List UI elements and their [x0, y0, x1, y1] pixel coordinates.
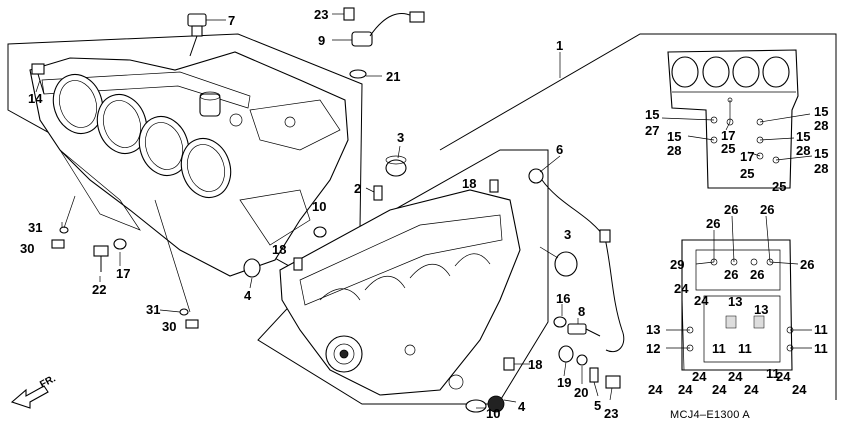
callout-9: 9 — [318, 33, 325, 48]
top-view-upper-case — [667, 49, 799, 189]
callout-31: 31 — [146, 302, 160, 317]
callout-24: 24 — [648, 382, 663, 397]
callout-25: 25 — [740, 166, 754, 181]
callout-15: 15 — [814, 104, 828, 119]
callout-11: 11 — [814, 341, 828, 356]
bottom-view-callouts: 26 26 26 29 26 26 26 24 24 13 13 13 11 1… — [646, 202, 828, 397]
callout-30: 30 — [20, 241, 34, 256]
callout-4: 4 — [518, 399, 526, 414]
callout-27: 27 — [645, 123, 659, 138]
callout-10: 10 — [312, 199, 326, 214]
callout-15: 15 — [645, 107, 659, 122]
callout-19: 19 — [557, 375, 571, 390]
lower-crankcase — [257, 149, 549, 405]
callout-28: 28 — [814, 161, 828, 176]
callout-3: 3 — [564, 227, 571, 242]
callout-16: 16 — [556, 291, 570, 306]
callout-15: 15 — [814, 146, 828, 161]
callout-7: 7 — [228, 13, 235, 28]
callout-23: 23 — [604, 406, 618, 421]
callout-26: 26 — [724, 267, 738, 282]
front-arrow-icon — [10, 385, 49, 409]
callout-26: 26 — [724, 202, 738, 217]
callout-8: 8 — [578, 304, 585, 319]
callout-18: 18 — [528, 357, 542, 372]
callout-13: 13 — [646, 322, 660, 337]
callout-1: 1 — [556, 38, 563, 53]
callout-25: 25 — [721, 141, 735, 156]
callout-24: 24 — [744, 382, 759, 397]
callout-24: 24 — [712, 382, 727, 397]
callout-6: 6 — [556, 142, 563, 157]
callout-28: 28 — [667, 143, 681, 158]
callout-14: 14 — [28, 91, 43, 106]
main-callouts: 7 23 9 21 1 14 3 2 6 18 10 18 3 31 30 22… — [20, 7, 618, 421]
callout-13: 13 — [728, 294, 742, 309]
callout-26: 26 — [750, 267, 764, 282]
callout-23: 23 — [314, 7, 328, 22]
callout-28: 28 — [796, 143, 810, 158]
callout-24: 24 — [694, 293, 709, 308]
callout-17: 17 — [740, 149, 754, 164]
callout-24: 24 — [678, 382, 693, 397]
callout-11: 11 — [738, 341, 752, 356]
callout-24: 24 — [728, 369, 743, 384]
callout-28: 28 — [814, 118, 828, 133]
front-direction-indicator: FR. — [10, 373, 58, 409]
callout-26: 26 — [800, 257, 814, 272]
callout-20: 20 — [574, 385, 588, 400]
callout-24: 24 — [792, 382, 807, 397]
leader-lines — [35, 13, 613, 409]
callout-24: 24 — [776, 369, 791, 384]
reference-view-frame — [439, 33, 837, 400]
callout-17: 17 — [721, 128, 735, 143]
small-parts — [31, 7, 625, 413]
callout-15: 15 — [796, 129, 810, 144]
callout-3: 3 — [397, 130, 404, 145]
callout-13: 13 — [754, 302, 768, 317]
callout-25: 25 — [772, 179, 786, 194]
callout-2: 2 — [354, 181, 361, 196]
callout-15: 15 — [667, 129, 681, 144]
front-label: FR. — [38, 373, 58, 390]
callout-4: 4 — [244, 288, 252, 303]
callout-10: 10 — [486, 406, 500, 421]
callout-5: 5 — [594, 398, 601, 413]
callout-31: 31 — [28, 220, 42, 235]
callout-18: 18 — [462, 176, 476, 191]
callout-30: 30 — [162, 319, 176, 334]
top-view-callouts: 15 27 15 28 17 25 15 28 15 28 17 15 28 2… — [645, 100, 828, 194]
callout-21: 21 — [386, 69, 400, 84]
callout-18: 18 — [272, 242, 286, 257]
callout-24: 24 — [692, 369, 707, 384]
diagram-code: MCJ4–E1300 A — [670, 409, 750, 421]
callout-11: 11 — [814, 322, 828, 337]
bottom-view-lower-case — [681, 239, 794, 371]
callout-17: 17 — [116, 266, 130, 281]
callout-24: 24 — [674, 281, 689, 296]
callout-26: 26 — [706, 216, 720, 231]
callout-29: 29 — [670, 257, 684, 272]
callout-12: 12 — [646, 341, 660, 356]
upper-crankcase — [7, 33, 363, 283]
callout-22: 22 — [92, 282, 106, 297]
callout-26: 26 — [760, 202, 774, 217]
callout-11: 11 — [766, 366, 780, 381]
callout-11: 11 — [712, 341, 726, 356]
